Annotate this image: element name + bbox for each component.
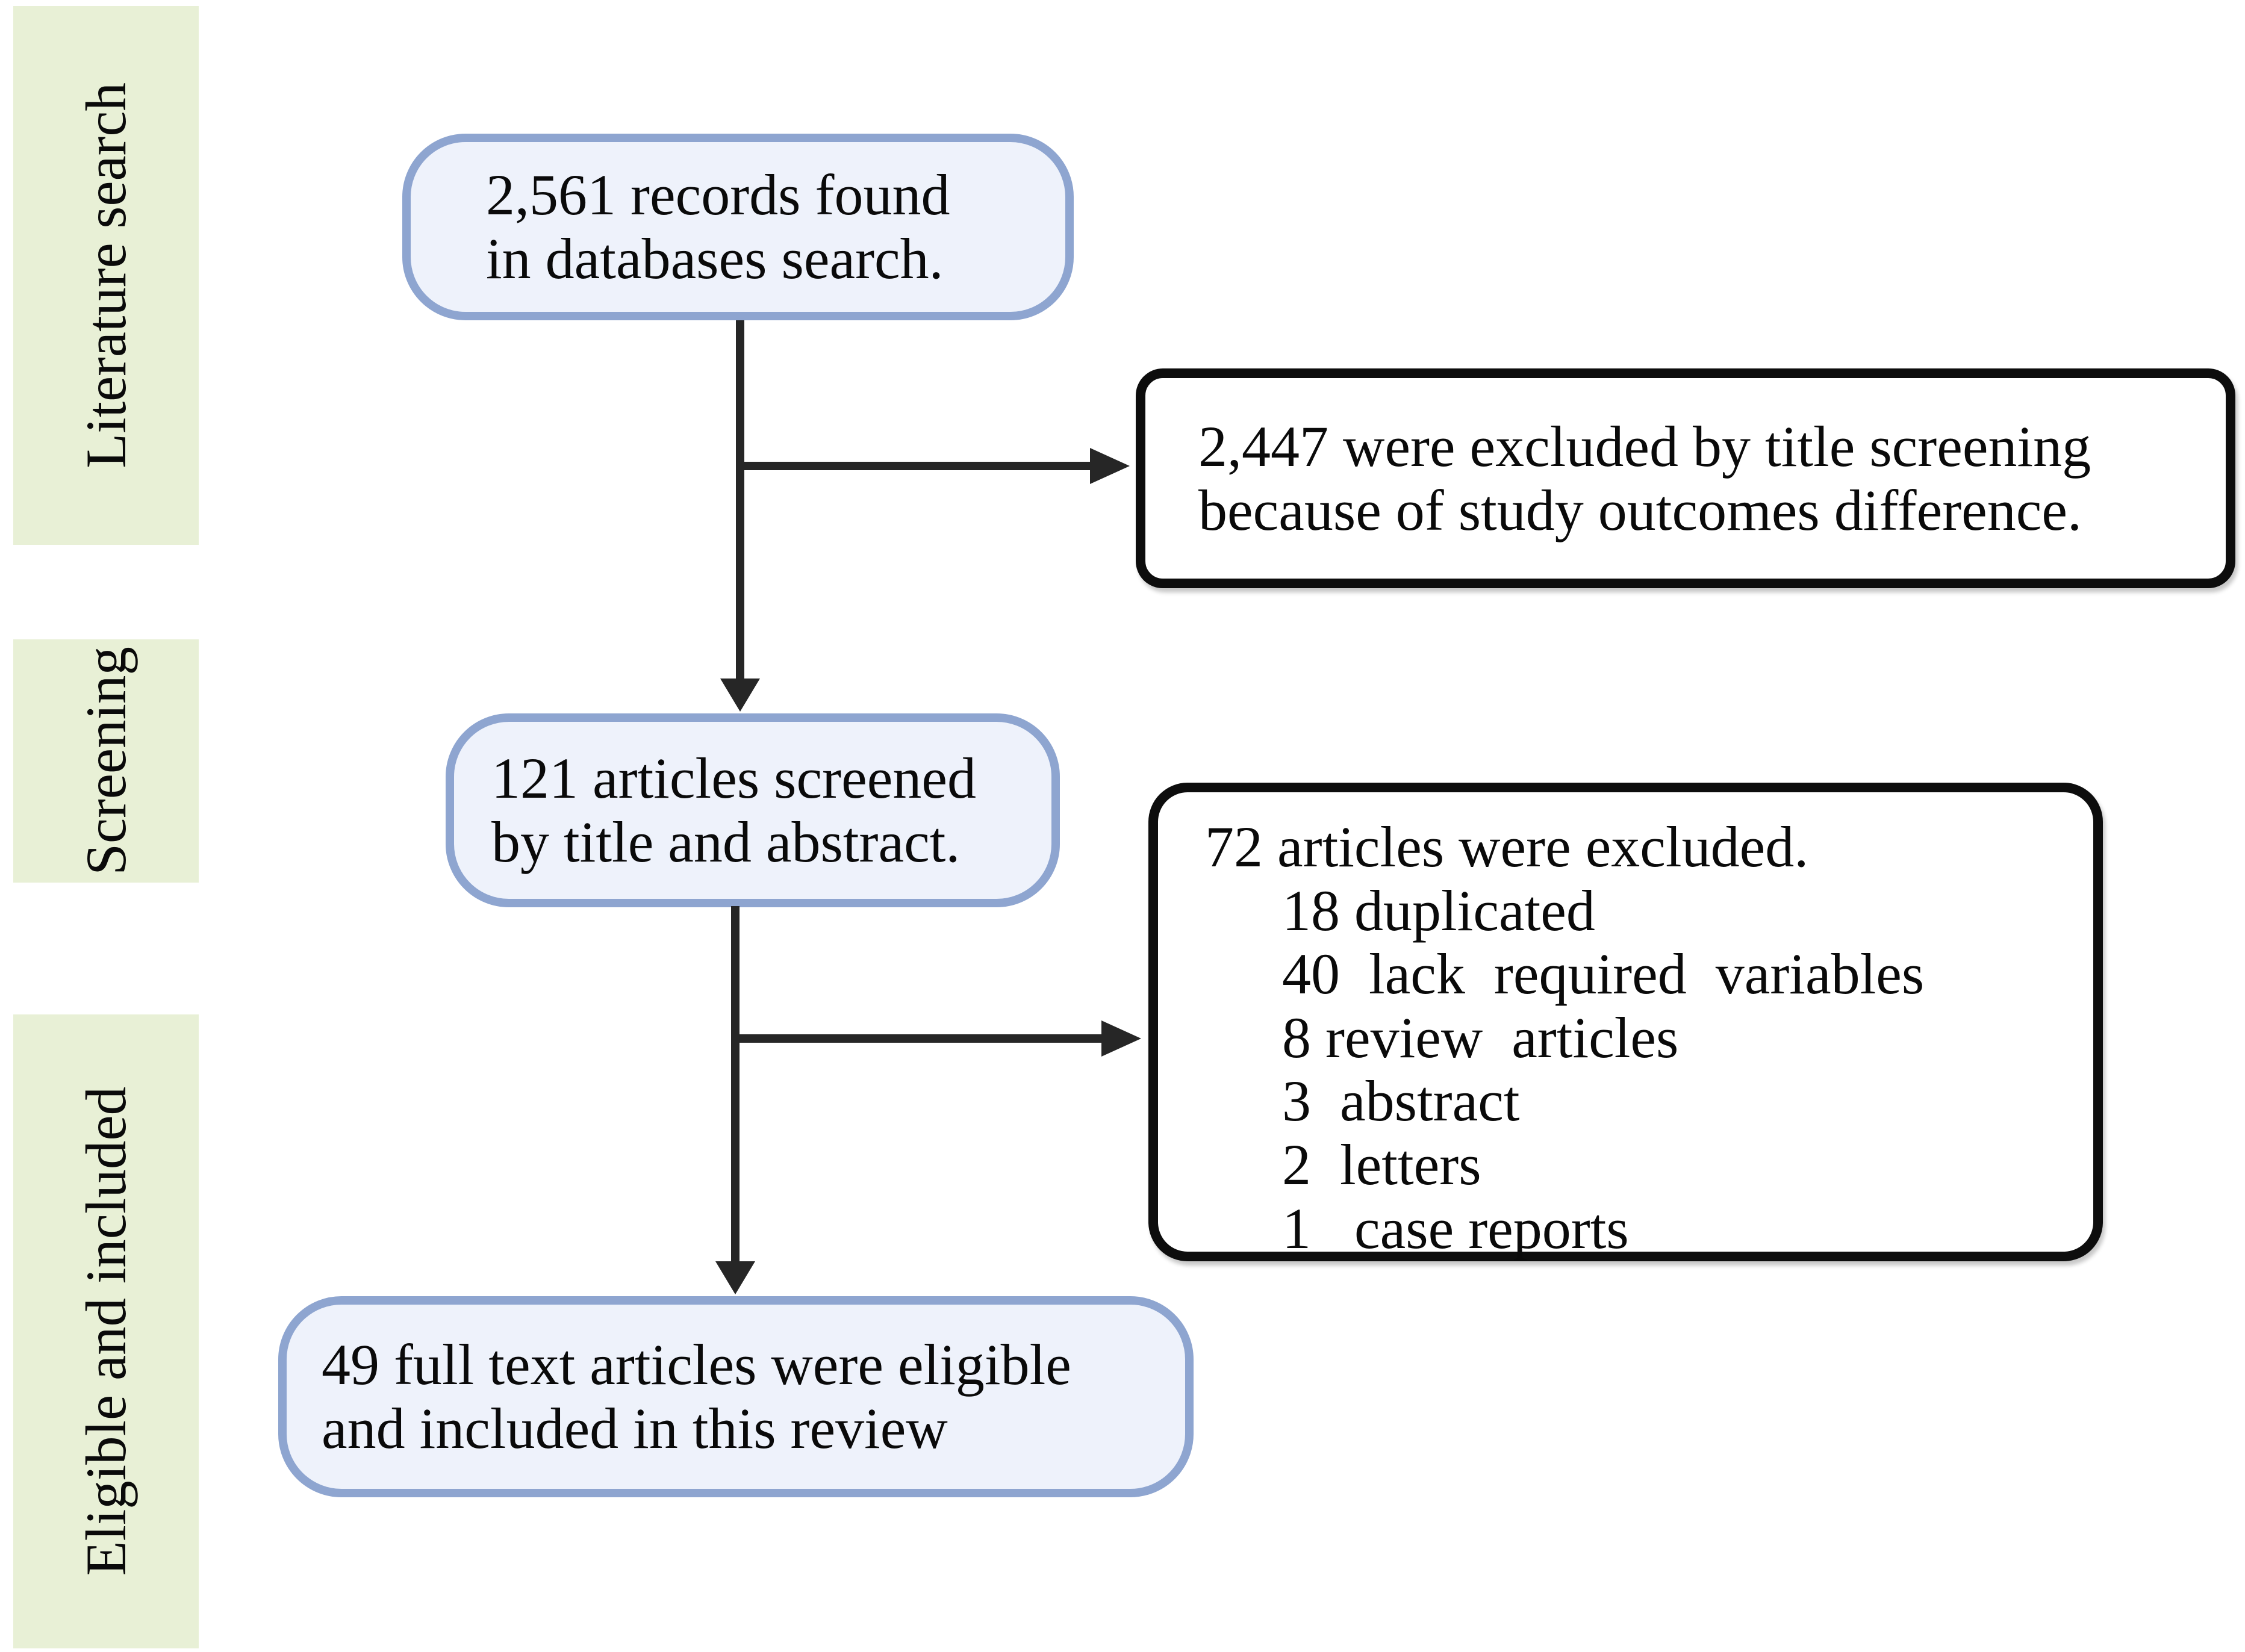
arrow-right-icon — [1090, 448, 1130, 484]
records-found-box: 2,561 records found in databases search. — [402, 134, 1074, 320]
excluded-item-duplicated: 18 duplicated — [1282, 878, 1595, 943]
records-found-line-1: 2,561 records found — [486, 163, 950, 228]
excluded-fulltext-title: 72 articles were excluded. — [1205, 815, 1809, 879]
arrow-down-icon — [720, 678, 760, 712]
excluded-by-title-line-2: because of study outcomes difference. — [1198, 477, 2082, 542]
excluded-by-title-line-1: 2,447 were excluded by title screening — [1198, 414, 2091, 479]
articles-screened-line-1: 121 articles screened — [491, 746, 976, 811]
eligible-included-line-2: and included in this review — [322, 1396, 948, 1461]
excluded-item-abstract: 3 abstract — [1282, 1069, 1520, 1134]
connector-branch-to-fulltext-exclusion — [731, 1034, 1101, 1043]
excluded-item-case-reports: 1 case reports — [1282, 1196, 1629, 1261]
excluded-item-letters: 2 letters — [1282, 1132, 1481, 1197]
connector-records-to-screened — [736, 320, 744, 678]
stage-label-screening: Screening — [74, 647, 138, 875]
eligible-included-line-1: 49 full text articles were eligible — [322, 1332, 1071, 1397]
stage-label-literature-search: Literature search — [74, 82, 138, 468]
stage-band-screening: Screening — [13, 639, 199, 883]
articles-screened-box: 121 articles screened by title and abstr… — [446, 713, 1060, 907]
stage-band-eligible-included: Eligible and included — [13, 1014, 199, 1648]
excluded-by-title-box: 2,447 were excluded by title screening b… — [1136, 368, 2235, 588]
connector-branch-to-title-exclusion — [736, 462, 1090, 470]
arrow-down-icon — [715, 1261, 755, 1294]
stage-band-literature-search: Literature search — [13, 6, 199, 545]
connector-screened-to-eligible — [731, 906, 740, 1261]
eligible-included-box: 49 full text articles were eligible and … — [278, 1296, 1194, 1497]
records-found-line-2: in databases search. — [486, 226, 944, 291]
stage-label-eligible-included: Eligible and included — [74, 1087, 138, 1576]
arrow-right-icon — [1101, 1020, 1141, 1057]
excluded-fulltext-box: 72 articles were excluded. 18 duplicated… — [1148, 783, 2103, 1261]
excluded-item-lack-variables: 40 lack required variables — [1282, 942, 1925, 1007]
articles-screened-line-2: by title and abstract. — [491, 810, 961, 874]
excluded-item-review-articles: 8 review articles — [1282, 1005, 1679, 1070]
